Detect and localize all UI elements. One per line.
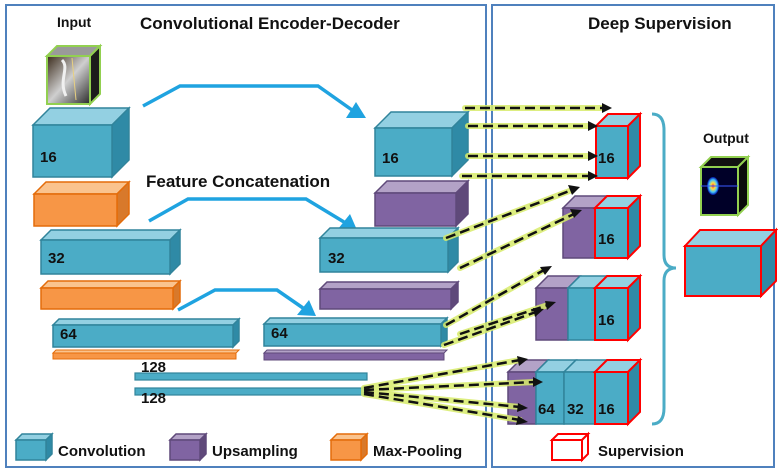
dec-level1-channels: 16 xyxy=(382,150,399,167)
upsample-block-dec-1 xyxy=(373,179,470,228)
concat-arrowhead-3 xyxy=(297,300,316,316)
supervision-skip-arrows xyxy=(361,103,612,425)
conv-block-bottleneck-b xyxy=(134,387,368,396)
legend-supervision-label: Supervision xyxy=(598,443,684,460)
legend-supervision-swatch xyxy=(549,431,591,463)
upsample-block-dec-3 xyxy=(262,349,449,361)
flow-arrows xyxy=(142,84,354,312)
legend-upsampling-swatch xyxy=(168,432,208,462)
concat-arrow-1 xyxy=(142,84,354,112)
dec-level2-channels: 32 xyxy=(328,250,345,267)
conv-block-enc-32 xyxy=(39,228,182,276)
concat-arrowhead-1 xyxy=(346,102,366,118)
supervision-branch-3 xyxy=(534,273,643,343)
sup4-channels-64: 64 xyxy=(538,401,555,418)
legend-max-pooling-label: Max-Pooling xyxy=(373,443,462,460)
enc-level1-channels: 16 xyxy=(40,149,57,166)
encoder-decoder-panel xyxy=(5,4,487,468)
legend-max-pooling-swatch xyxy=(329,432,369,462)
sup1-channels: 16 xyxy=(598,150,615,167)
upsample-block-dec-2 xyxy=(318,280,460,311)
maxpool-block-enc-3 xyxy=(51,349,241,360)
conv-block-dec-64 xyxy=(262,316,449,348)
concat-arrow-3 xyxy=(177,288,304,312)
output-label: Output xyxy=(703,130,749,146)
maxpool-block-enc-2 xyxy=(39,279,182,311)
output-brace xyxy=(651,112,677,426)
legend: Convolution Upsampling Max-Pooling Super… xyxy=(14,431,684,463)
enc-level3-channels: 64 xyxy=(60,326,77,343)
concat-arrowhead-2 xyxy=(338,214,357,230)
sup2-channels: 16 xyxy=(598,231,615,248)
deep-supervision-title: Deep Supervision xyxy=(588,14,732,33)
encoder-decoder-title: Convolutional Encoder-Decoder xyxy=(140,14,400,33)
maxpool-block-enc-1 xyxy=(32,180,131,228)
conv-block-enc-64 xyxy=(51,317,241,349)
bottleneck-channels-a: 128 xyxy=(141,359,166,376)
bottleneck-channels-b: 128 xyxy=(141,390,166,407)
conv-block-dec-16 xyxy=(373,110,470,178)
legend-convolution-swatch xyxy=(14,432,54,462)
sup4-channels-16: 16 xyxy=(598,401,615,418)
conv-block-enc-16 xyxy=(31,106,131,179)
legend-convolution-label: Convolution xyxy=(58,443,145,460)
concat-arrow-2 xyxy=(148,197,345,224)
enc-level2-channels: 32 xyxy=(48,250,65,267)
output-segmentation-image xyxy=(698,154,751,218)
input-label: Input xyxy=(57,14,92,30)
supervision-branch-1 xyxy=(593,111,643,181)
input-volume-image xyxy=(44,43,103,107)
dec-level3-channels: 64 xyxy=(271,325,288,342)
legend-upsampling-label: Upsampling xyxy=(212,443,298,460)
output-supervision-block xyxy=(682,227,778,299)
conv-block-bottleneck-a xyxy=(134,372,368,381)
sup3-channels: 16 xyxy=(598,312,615,329)
feature-concatenation-label: Feature Concatenation xyxy=(146,172,330,191)
sup4-channels-32: 32 xyxy=(567,401,584,418)
supervision-branch-2 xyxy=(561,193,643,261)
